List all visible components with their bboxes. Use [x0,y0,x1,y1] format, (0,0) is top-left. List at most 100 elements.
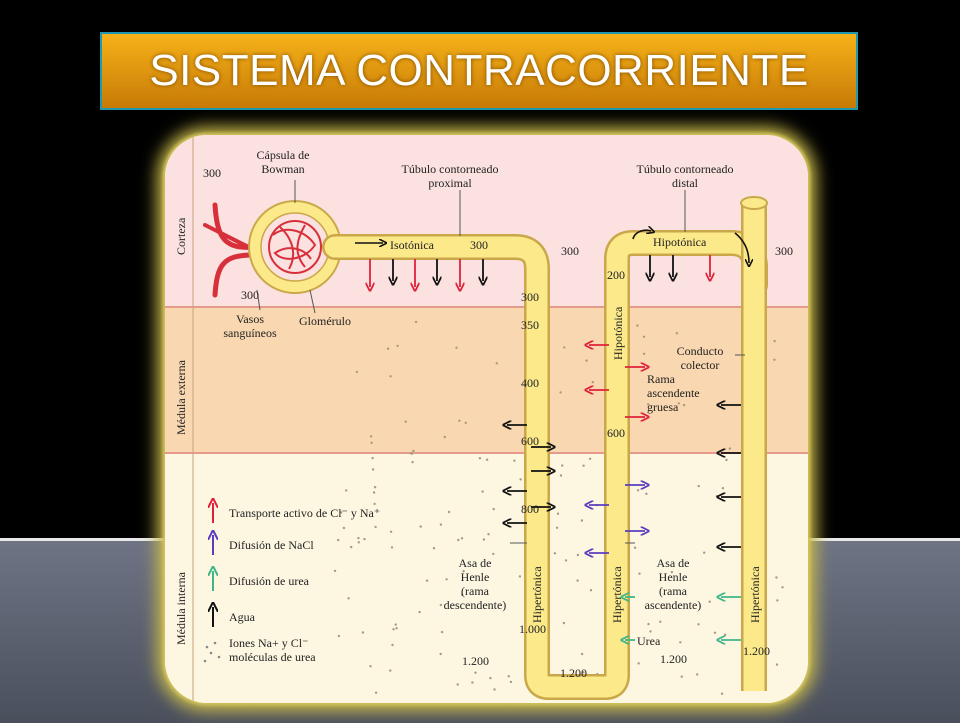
ion-dot [355,370,359,374]
ion-dot [389,669,392,672]
descending-limb-label: Henle [461,570,490,584]
osmolarity-value: 300 [561,244,579,258]
ion-dot [373,502,376,506]
legend-urea-text: Difusión de urea [229,574,310,588]
distal-tubule-label: Túbulo contorneado [637,162,734,176]
ion-dot [703,551,706,554]
ion-dot [775,663,779,666]
ion-dot [720,692,724,695]
ion-dot [363,537,366,541]
ion-dot [474,671,477,674]
ion-dot [386,347,390,350]
ion-dot [680,675,683,678]
ion-dot [404,420,407,423]
ion-dot [518,575,522,578]
ion-dot [696,673,699,676]
ion-dot [464,421,467,424]
ion-dot [443,435,446,439]
osmolarity-value: 300 [203,166,221,180]
osmolarity-value: 300 [521,290,539,304]
ion-dot [369,665,372,668]
inner-medulla-zone [165,453,808,703]
ion-dot [481,490,484,493]
inner-medulla-label: Médula interna [174,571,188,645]
ion-dot [576,579,579,582]
tubule [322,196,768,700]
osmolarity-value: 600 [521,434,539,448]
ion-dot [697,484,700,488]
ion-dot [425,579,429,582]
thick-ascending-label: gruesa [647,400,679,414]
ion-dot [589,589,593,592]
ion-dot [580,519,584,522]
ion-dot [460,593,464,596]
ion-dot [670,570,674,574]
ion-dot [647,403,650,406]
thick-ascending-label: Rama [647,372,676,386]
ion-dot [773,358,776,361]
ion-dot [455,346,458,349]
ion-dot [372,491,376,494]
ion-dot [369,435,373,438]
descending-limb-label: (rama [461,584,490,598]
cortex-label: Corteza [174,217,188,255]
ion-dot [357,541,360,544]
nephron-svg: Corteza Médula externa Médula interna Cá… [165,135,808,703]
ion-dot [637,662,640,665]
ion-dot [439,523,443,526]
hypotonic-vertical-label: Hipotónica [611,306,625,360]
ion-dot [715,495,719,498]
collecting-duct-label: Conducto [677,344,724,358]
osmolarity-value: 200 [607,268,625,282]
osmolarity-value: 300 [241,288,259,302]
ion-dot [633,546,637,549]
ion-dot [559,391,562,394]
proximal-tubule-label: Túbulo contorneado [402,162,499,176]
ion-dot [591,381,594,384]
ion-dot [390,546,394,549]
ion-dot [556,512,560,515]
ion-dot [419,525,422,528]
ascending-limb-label: Asa de [657,556,690,570]
ion-dot [636,324,639,327]
flow-arrows [355,230,749,263]
ion-dot [561,464,564,467]
ion-dot [728,447,732,450]
osmolarity-value: 1.200 [462,654,489,668]
ion-dot [489,676,492,680]
osmolarity-value: 1.200 [660,652,687,666]
ion-dot [389,530,393,533]
legend-nacl-text: Difusión de NaCl [229,538,314,552]
ion-dot [562,621,566,625]
isotonic-label: Isotónica [390,238,435,252]
ion-dot [642,335,646,338]
ion-dot [361,631,365,634]
descending-limb-label: Asa de [459,556,492,570]
ion-dot [642,352,646,355]
osmolarity-value: 1.200 [743,644,770,658]
ion-dot [564,559,568,562]
bowman-label: Cápsula de [257,148,310,162]
ion-dot [371,468,375,471]
ion-dot [445,578,448,581]
ion-dot [493,688,496,691]
osmolarity-value: 350 [521,318,539,332]
ion-dot [394,623,397,626]
ion-dot [447,510,451,514]
ion-dot [392,628,395,631]
ion-dot [513,459,516,462]
ion-dot [340,511,343,514]
ion-dot [663,606,666,609]
ion-dot [412,449,415,453]
ion-dot [342,526,346,530]
hypertonic-descending-label: Hipertónica [530,566,544,623]
ion-dot [440,630,444,634]
ion-dot [333,569,337,573]
ion-dot [679,641,682,644]
hypertonic-collector-label: Hipertónica [748,566,762,623]
ion-dot [485,458,489,461]
ion-dot [432,547,436,550]
osmolarity-values: 300 300 300 300 300 300 350 400 600 800 … [203,166,793,680]
ion-dot [559,474,563,477]
ion-dot [647,622,650,626]
